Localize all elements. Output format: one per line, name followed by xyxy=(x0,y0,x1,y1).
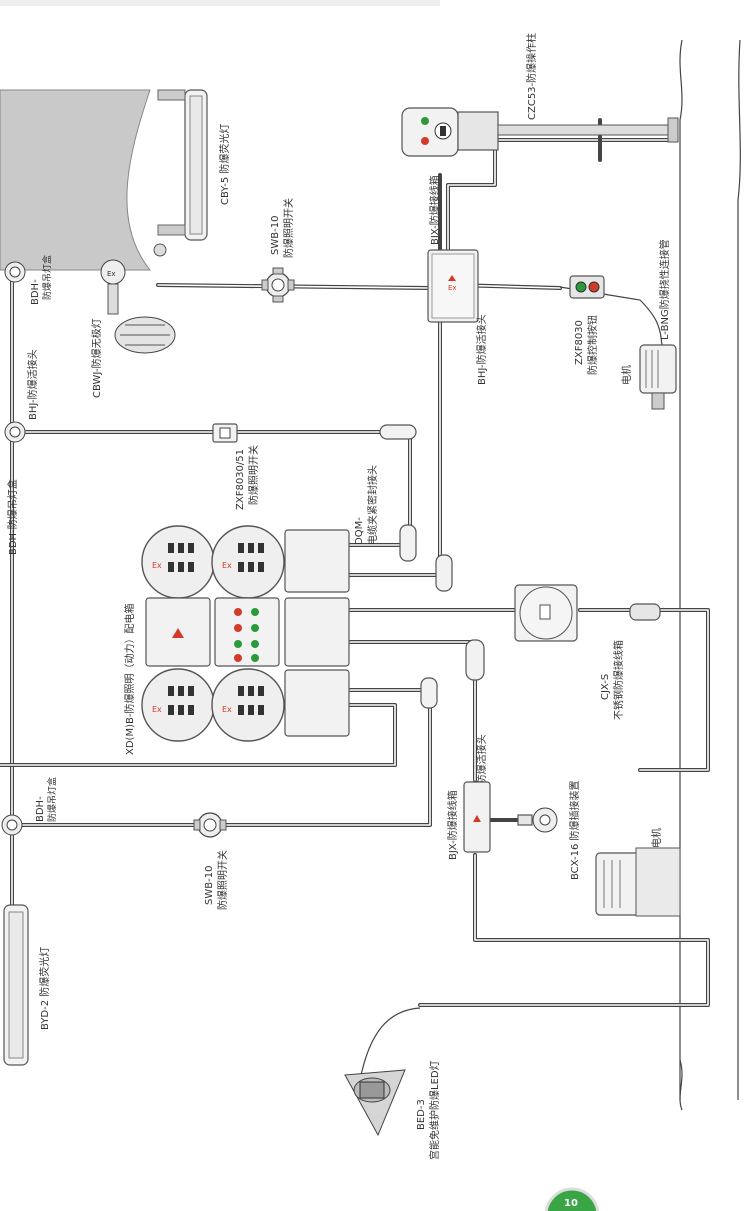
label-zxf8030-51: ZXF8030/51 xyxy=(235,449,246,510)
label-xd-panel: XD(M)B-防爆照明（动力）配电箱 xyxy=(123,604,136,755)
plug-device-bcx16 xyxy=(517,807,558,833)
panel-ex-2: Ex xyxy=(222,561,232,570)
label-cjx-desc: 不锈钢防爆接线箱 xyxy=(612,640,625,720)
fluorescent-lamp-cby5 xyxy=(153,89,208,257)
right-wall-line xyxy=(679,39,683,1100)
panel-ex-1: Ex xyxy=(152,561,162,570)
label-bcx16: BCX-16 防爆插接装置 xyxy=(568,780,581,880)
label-bdh-bottom-desc: 防爆吊灯盒 xyxy=(46,777,58,822)
label-bhj-left: BHJ-防爆活接头 xyxy=(26,349,39,420)
ceiling-area xyxy=(0,89,152,271)
cable-gland-dqm xyxy=(379,424,453,592)
lighting-switch-bottom xyxy=(193,812,227,838)
label-swb10-bottom: SWB-10 xyxy=(204,866,215,905)
label-cbwj: CBWJ-防爆无极灯 xyxy=(90,318,103,398)
label-bed3: BED-3 xyxy=(416,1099,427,1130)
operation-column-czc53 xyxy=(401,107,679,157)
pendant-box-left xyxy=(4,421,26,443)
label-lbng: L-BNG防爆挠性连接管 xyxy=(658,239,671,340)
panel-ex-4: Ex xyxy=(222,705,232,714)
distribution-panel xyxy=(141,525,350,742)
label-dqm: DQM- xyxy=(354,517,365,545)
label-bhj-top: BHJ-防爆活接头 xyxy=(475,314,488,385)
union-bottom xyxy=(420,639,485,709)
label-zxf8030: ZXF8030 xyxy=(574,320,585,365)
label-zxf8030-desc: 防爆控制按钮 xyxy=(586,315,599,375)
pendant-box-top xyxy=(4,261,26,283)
label-zxf8030-51-desc: 防爆照明开关 xyxy=(247,445,260,505)
label-swb10-top: SWB-10 xyxy=(270,216,281,255)
label-byd2: BYD-2 防爆荧光灯 xyxy=(38,947,51,1030)
label-dqm-desc: 电缆夹紧密封接头 xyxy=(366,465,379,545)
motor-top xyxy=(639,344,677,410)
label-motor-top: 电机 xyxy=(620,365,633,385)
lighting-switch-zxf8030-51 xyxy=(212,423,238,443)
label-bdh-top-desc: 防爆吊灯盒 xyxy=(41,255,53,300)
label-czc53: CZC53-防爆操作柱 xyxy=(525,33,538,120)
top-edge-band xyxy=(0,0,440,6)
fluorescent-lamp-byd2 xyxy=(3,904,29,1066)
label-motor-bottom: 电机 xyxy=(650,828,663,848)
junction-box-top: Ex xyxy=(427,249,479,323)
panel-ex-3: Ex xyxy=(152,705,162,714)
label-cjx: CJX-S xyxy=(600,674,611,700)
electrodeless-lamp-ex: Ex xyxy=(107,270,116,278)
label-bjx-bottom: BJX-防爆接线箱 xyxy=(446,790,459,860)
label-bed3-desc: 宫能免维护防爆LED灯 xyxy=(428,1060,441,1160)
motor-bottom xyxy=(595,847,681,917)
control-button-zxf8030 xyxy=(569,275,605,299)
page-badge-number: 10 xyxy=(564,1198,578,1209)
pendant-box-bottom xyxy=(1,814,23,836)
electrodeless-lamp-cbwj: Ex xyxy=(100,259,176,354)
label-swb10-top-desc: 防爆照明开关 xyxy=(282,198,295,258)
label-bdh-top: BDH- xyxy=(30,279,41,305)
led-lamp-bed3 xyxy=(344,1069,406,1137)
bottom-wall-line xyxy=(679,1059,683,1111)
lighting-switch-top xyxy=(261,267,295,303)
junction-box-top-ex: Ex xyxy=(448,284,457,292)
label-bjx-top: BJX-防爆接线箱 xyxy=(428,175,441,245)
far-right-wall-line xyxy=(737,39,741,1100)
junction-box-bottom xyxy=(463,781,491,853)
label-swb10-bottom-desc: 防爆照明开关 xyxy=(216,850,229,910)
label-bdh-bottom: BDH- xyxy=(35,796,46,822)
junction-box-cjx xyxy=(514,584,661,642)
label-cby5: CBY-5 防爆荧光灯 xyxy=(218,124,231,205)
page-badge xyxy=(544,1187,600,1211)
label-bdh-left: BDH-防爆吊灯盒 xyxy=(6,479,19,555)
